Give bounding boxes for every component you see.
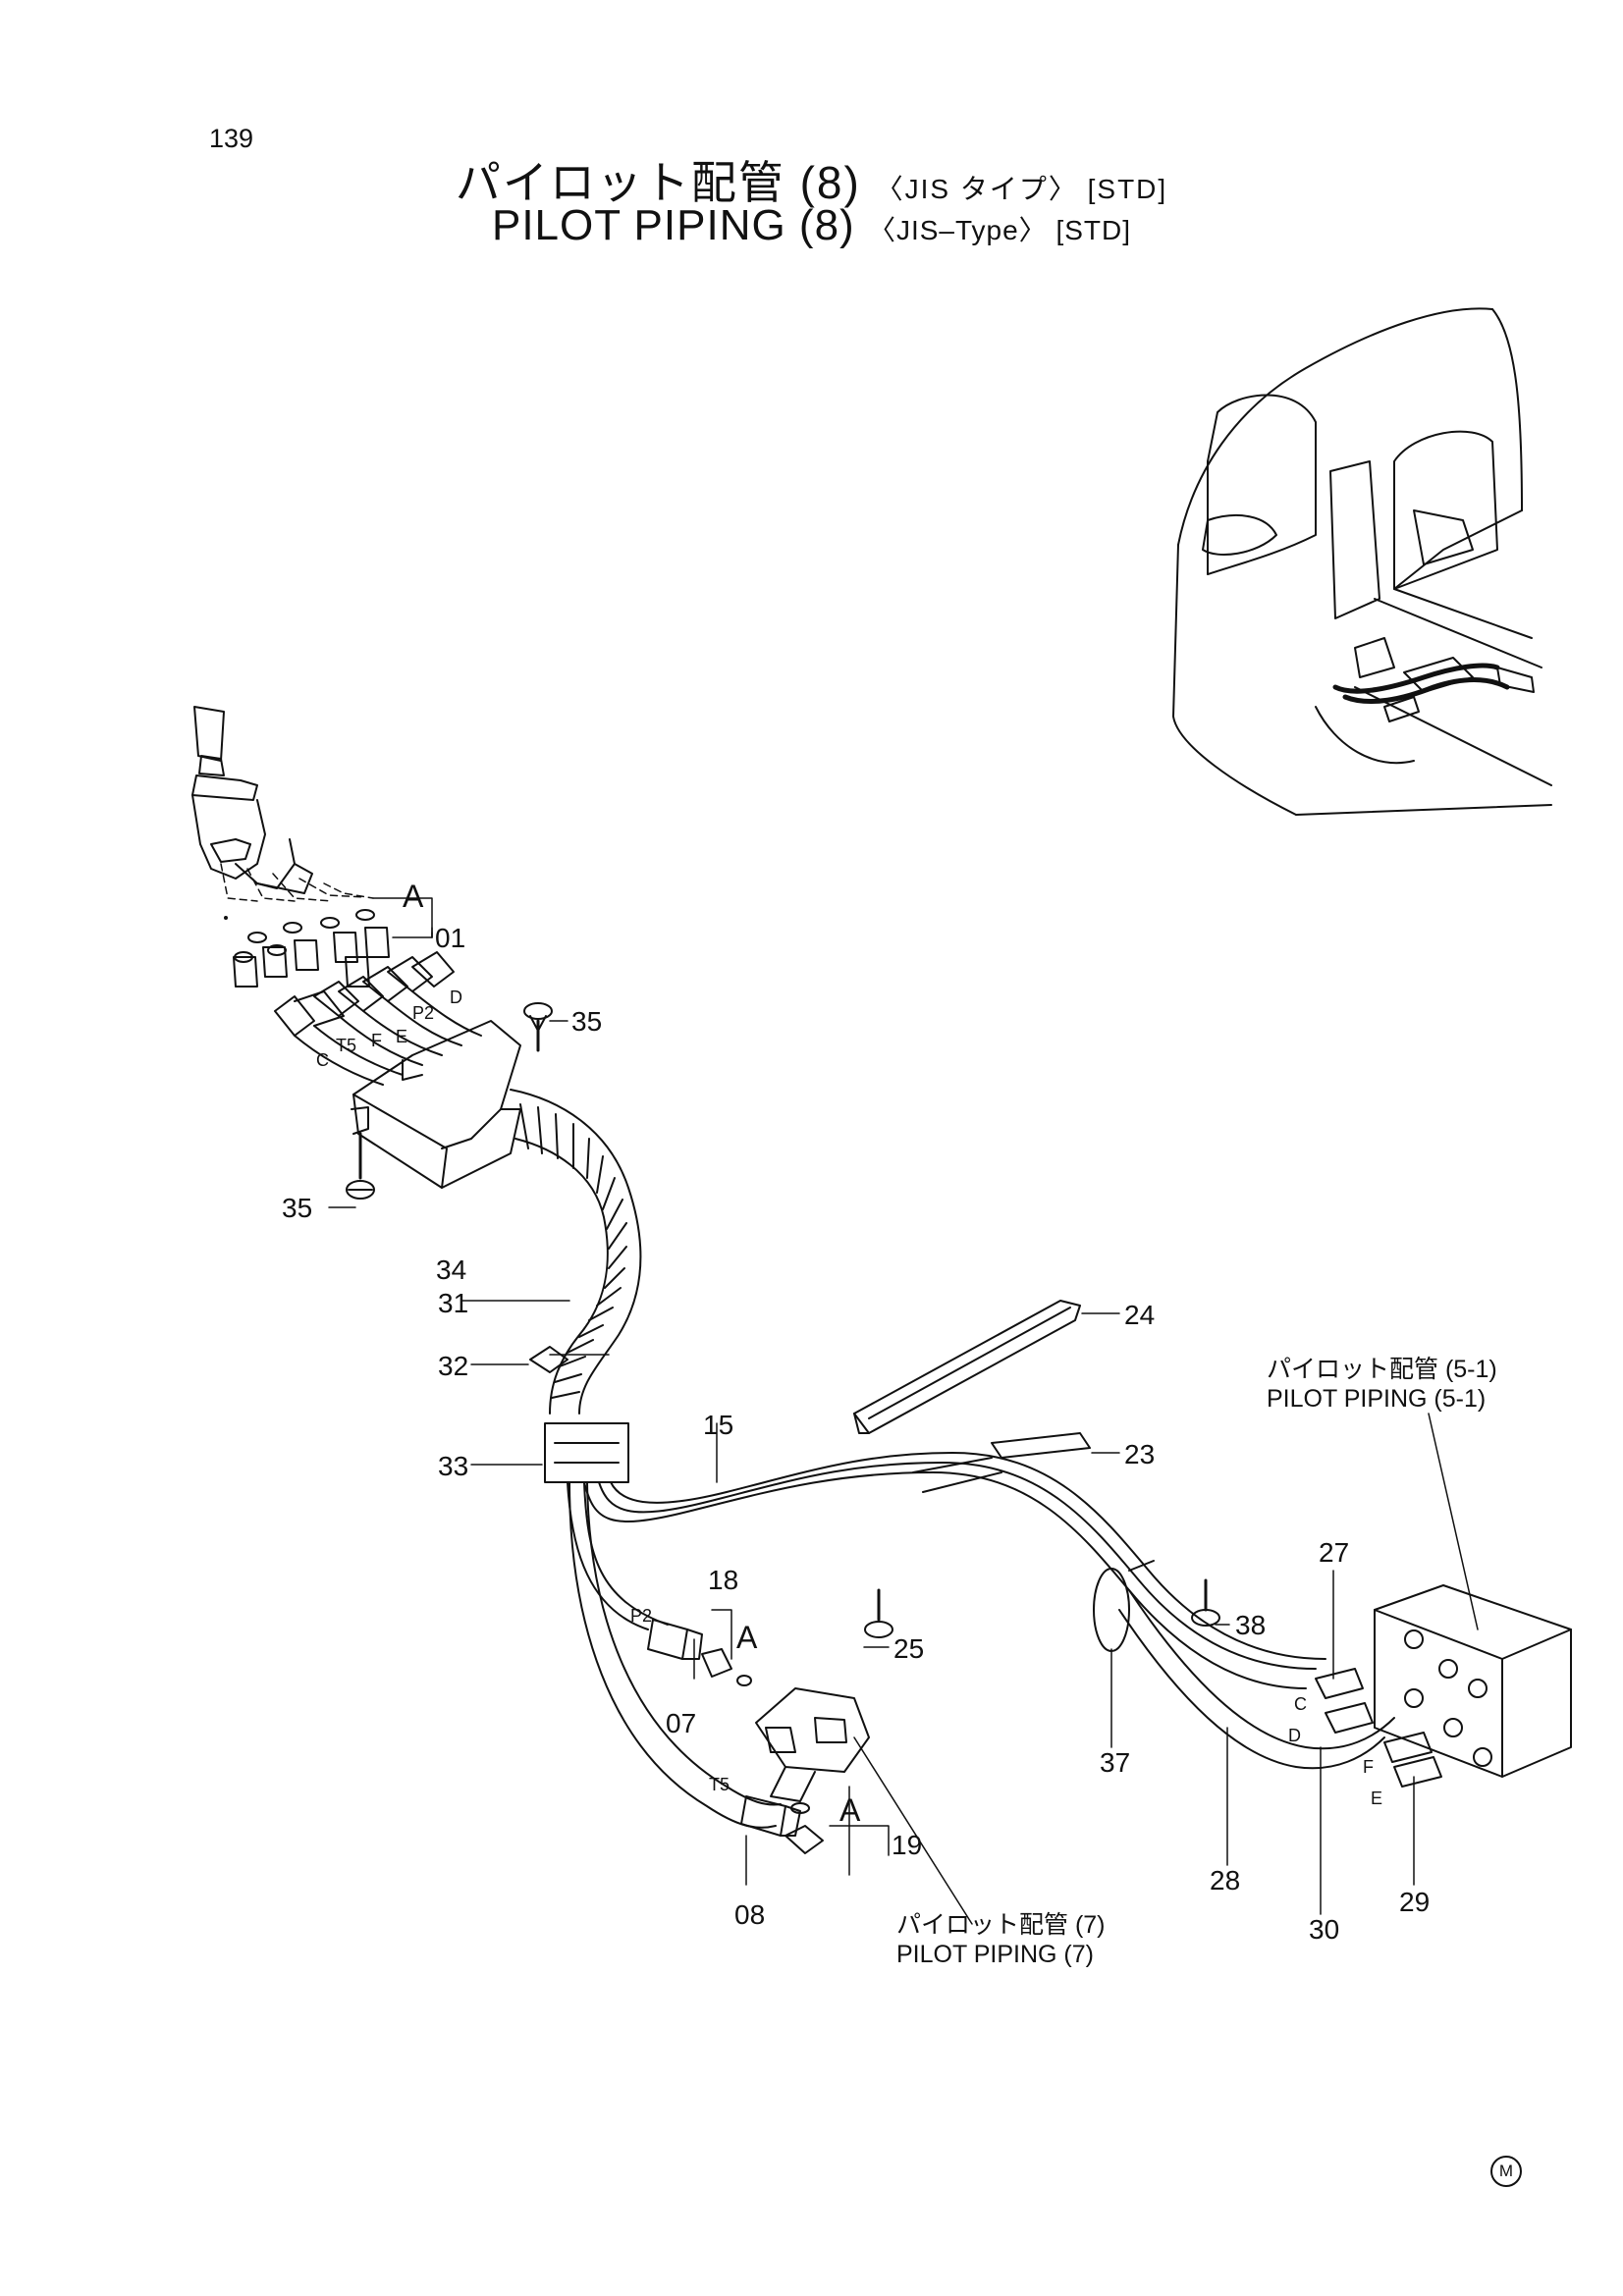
fitting-part-07 (647, 1619, 703, 1660)
bolt-part-35-upper (523, 1002, 553, 1052)
reference-5-1-japanese: パイロット配管 (5-1) (1267, 1356, 1497, 1383)
title-jp-tag: 〈JIS タイプ〉 [STD] (875, 174, 1168, 204)
bolt-part-38 (1191, 1578, 1220, 1627)
port-label-d-top: D (450, 988, 462, 1007)
title-en-tag: 〈JIS–Type〉 [STD] (867, 215, 1132, 245)
hose-fittings-upper (274, 951, 455, 1037)
bolt-part-25 (864, 1588, 893, 1638)
port-label-f-top: F (371, 1031, 382, 1050)
reference-7-english: PILOT PIPING (7) (896, 1941, 1094, 1968)
port-label-f-right: F (1363, 1757, 1374, 1777)
callout-35-lower: 35 (282, 1193, 313, 1223)
collar-part-33 (544, 1422, 629, 1483)
port-label-p2-top: P2 (412, 1003, 435, 1023)
callout-01: 01 (435, 923, 466, 953)
port-label-t5-top: T5 (336, 1036, 357, 1055)
pilot-valve-illustration (191, 706, 313, 894)
title-english: PILOT PIPING (8) 〈JIS–Type〉 [STD] (0, 201, 1623, 250)
title-japanese: パイロット配管 (8) 〈JIS タイプ〉 [STD] (0, 147, 1623, 212)
callout-18: 18 (708, 1565, 739, 1595)
callout-32: 32 (438, 1351, 469, 1381)
valve-block-illustration (755, 1687, 870, 1802)
callout-19: 19 (892, 1830, 923, 1860)
callout-37: 37 (1100, 1747, 1131, 1778)
callout-35-upper: 35 (571, 1006, 603, 1037)
port-label-t5-mid: T5 (709, 1775, 730, 1794)
clamp-part-37 (1093, 1560, 1155, 1652)
callout-31: 31 (438, 1288, 469, 1318)
reference-5-1-english: PILOT PIPING (5-1) (1267, 1385, 1487, 1413)
adapter-part-19 (784, 1802, 824, 1854)
callout-29: 29 (1399, 1887, 1431, 1917)
callout-24: 24 (1124, 1300, 1156, 1330)
port-label-d-right: D (1288, 1726, 1301, 1745)
manifold-block-illustration (1374, 1584, 1572, 1778)
bolt-part-35-lower (346, 1132, 375, 1200)
group-mark-a-lower: A (839, 1792, 861, 1828)
callout-30: 30 (1309, 1914, 1340, 1945)
callout-leaders (328, 897, 1479, 1925)
adapter-part-18 (701, 1648, 752, 1686)
corrugated-tube-part-31 (510, 1089, 642, 1415)
o-rings (234, 909, 375, 963)
port-label-p2-mid: P2 (630, 1606, 653, 1626)
hoses-upper (294, 990, 482, 1086)
reference-pilot-piping-7: パイロット配管 (7) PILOT PIPING (7) (896, 1910, 1106, 1969)
hose-fittings-right (1315, 1668, 1442, 1788)
cab-inset-illustration (1172, 307, 1552, 816)
o-ring-leaders (220, 863, 374, 902)
fitting-part-08 (740, 1795, 801, 1837)
rail-part-24 (853, 1300, 1081, 1434)
group-mark-a-upper: A (403, 879, 424, 914)
callout-07: 07 (666, 1708, 697, 1738)
port-label-c-right: C (1294, 1694, 1307, 1714)
callout-34: 34 (436, 1255, 467, 1285)
reference-pilot-piping-5-1: パイロット配管 (5-1) PILOT PIPING (5-1) (1267, 1355, 1497, 1414)
callout-08: 08 (734, 1899, 766, 1930)
title-jp-main: パイロット配管 (8) (455, 157, 861, 208)
callout-23: 23 (1124, 1439, 1156, 1469)
reference-7-japanese: パイロット配管 (7) (896, 1911, 1106, 1939)
port-label-c-top: C (316, 1050, 329, 1070)
callout-38: 38 (1235, 1610, 1267, 1640)
page-number: 139 (209, 124, 254, 153)
hoses-lower-bundle (567, 1452, 1395, 1829)
clamp-part-32 (529, 1346, 568, 1373)
port-label-e-right: E (1371, 1789, 1383, 1808)
callout-28: 28 (1210, 1865, 1241, 1896)
corner-mark: M (1490, 2156, 1522, 2187)
callout-15: 15 (703, 1410, 734, 1440)
callout-25: 25 (893, 1633, 925, 1664)
port-label-e-top: E (396, 1027, 408, 1046)
callout-27: 27 (1319, 1537, 1350, 1568)
bracket-part-23 (912, 1432, 1091, 1493)
group-mark-a-middle: A (736, 1620, 758, 1655)
title-en-main: PILOT PIPING (8) (491, 201, 855, 249)
pointer-dots (224, 916, 228, 920)
boot-bracket-part-34 (351, 1020, 521, 1189)
callout-33: 33 (438, 1451, 469, 1481)
